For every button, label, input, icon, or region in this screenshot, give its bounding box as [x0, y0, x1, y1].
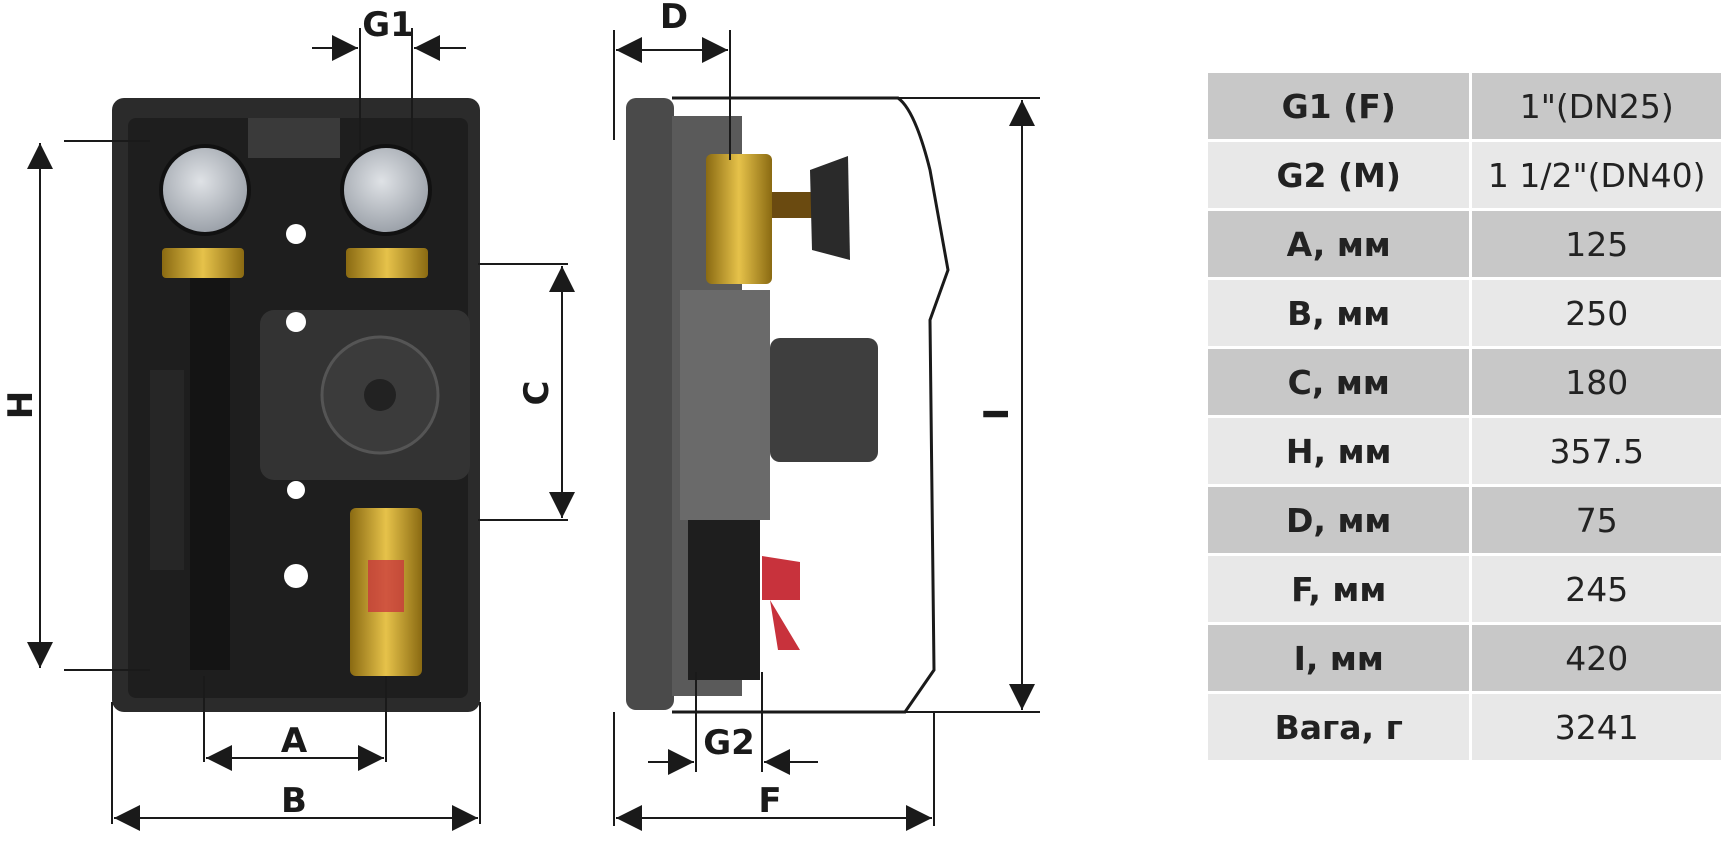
label-g2: G2 — [703, 723, 755, 763]
label-d: D — [660, 0, 688, 37]
label-f: F — [758, 781, 781, 821]
param-cell: G1 (F) — [1208, 73, 1470, 139]
value-cell: 250 — [1472, 280, 1721, 346]
param-cell: A, мм — [1208, 211, 1470, 277]
label-a: A — [281, 721, 308, 761]
table-row: B, мм 250 — [1208, 280, 1721, 346]
label-i: I — [977, 408, 1017, 421]
table-row: F, мм 245 — [1208, 556, 1721, 622]
side-brass-valve — [706, 154, 772, 284]
value-cell: 357.5 — [1472, 418, 1721, 484]
left-channel — [150, 370, 184, 570]
param-cell: G2 (M) — [1208, 142, 1470, 208]
value-cell: 245 — [1472, 556, 1721, 622]
side-cover-outline — [672, 96, 950, 714]
side-view — [626, 96, 950, 714]
label-b: B — [281, 781, 307, 821]
front-dimensions — [27, 28, 575, 831]
mount-hole-3 — [287, 481, 305, 499]
mount-hole-2 — [286, 312, 306, 332]
brass-nut-right — [346, 248, 428, 278]
label-c: C — [517, 381, 557, 406]
param-cell: F, мм — [1208, 556, 1470, 622]
table-row: H, мм 357.5 — [1208, 418, 1721, 484]
side-lower-pipe — [688, 520, 760, 680]
label-h: H — [1, 391, 41, 419]
side-pump-motor — [770, 338, 878, 462]
table-row: I, мм 420 — [1208, 625, 1721, 691]
top-bracket — [248, 118, 340, 158]
value-cell: 420 — [1472, 625, 1721, 691]
side-red-handle-icon — [762, 556, 800, 650]
front-view — [112, 98, 480, 712]
param-cell: C, мм — [1208, 349, 1470, 415]
value-cell: 1 1/2"(DN40) — [1472, 142, 1721, 208]
value-cell: 75 — [1472, 487, 1721, 553]
value-cell: 125 — [1472, 211, 1721, 277]
table-row: D, мм 75 — [1208, 487, 1721, 553]
table-row: G1 (F) 1"(DN25) — [1208, 73, 1721, 139]
check-valve-mark — [368, 560, 404, 612]
spec-table: G1 (F) 1"(DN25) G2 (M) 1 1/2"(DN40) A, м… — [1205, 70, 1724, 763]
thermometer-right-icon — [340, 144, 432, 236]
thermometer-left-icon — [159, 144, 251, 236]
side-valve-stem — [772, 192, 816, 218]
pump-center-icon — [364, 379, 396, 411]
side-valve-handle-icon — [810, 156, 850, 260]
param-cell: I, мм — [1208, 625, 1470, 691]
value-cell: 180 — [1472, 349, 1721, 415]
value-cell: 1"(DN25) — [1472, 73, 1721, 139]
table-row: C, мм 180 — [1208, 349, 1721, 415]
brass-nut-left — [162, 248, 244, 278]
side-dimensions — [613, 30, 1040, 831]
mount-hole-4 — [284, 564, 308, 588]
side-back-plate — [626, 98, 674, 710]
param-cell: Вага, г — [1208, 694, 1470, 760]
left-pipe — [190, 270, 230, 670]
param-cell: D, мм — [1208, 487, 1470, 553]
side-upper-block — [680, 290, 770, 520]
param-cell: H, мм — [1208, 418, 1470, 484]
table-row: Вага, г 3241 — [1208, 694, 1721, 760]
label-g1: G1 — [362, 5, 414, 45]
table-row: A, мм 125 — [1208, 211, 1721, 277]
value-cell: 3241 — [1472, 694, 1721, 760]
table-row: G2 (M) 1 1/2"(DN40) — [1208, 142, 1721, 208]
param-cell: B, мм — [1208, 280, 1470, 346]
mount-hole-1 — [286, 224, 306, 244]
